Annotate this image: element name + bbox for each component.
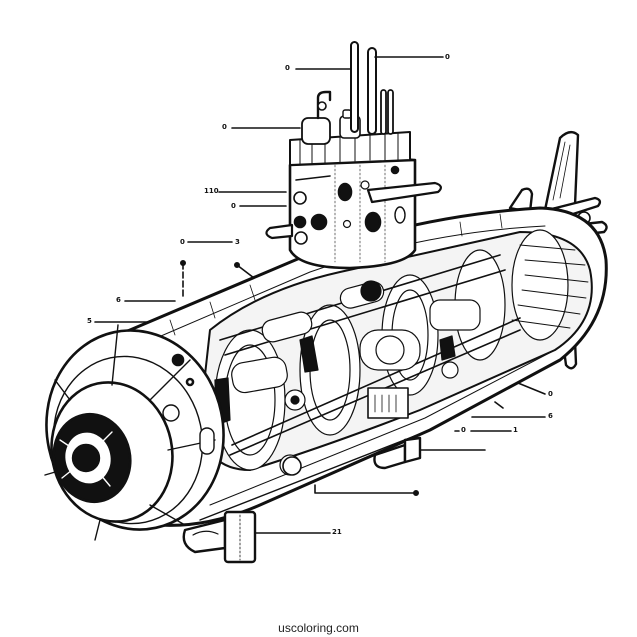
bow — [44, 324, 225, 541]
label-hull-upper: 6 — [116, 296, 121, 304]
label-keel-right-upper: 0 — [548, 390, 553, 398]
label-bottom-pod: 21 — [332, 528, 342, 536]
leader-lines — [94, 56, 546, 534]
label-sail-top: 0 — [222, 123, 227, 131]
label-deck-right: 3 — [235, 238, 240, 246]
label-sail-upper: 110 — [204, 187, 219, 195]
label-hull-left: 5 — [87, 317, 92, 325]
label-mast-left: 0 — [285, 64, 290, 72]
label-mast-right: 0 — [445, 53, 450, 61]
label-deck-left: 0 — [180, 238, 185, 246]
label-keel-left-mid: 0 — [461, 426, 466, 434]
label-sail-lower: 0 — [231, 202, 236, 210]
watermark: uscoloring.com — [278, 621, 359, 635]
underside-pods — [182, 436, 422, 564]
label-keel-right-low: 1 — [513, 426, 518, 434]
conning-tower — [265, 41, 442, 270]
label-keel-right-mid: 6 — [548, 412, 553, 420]
